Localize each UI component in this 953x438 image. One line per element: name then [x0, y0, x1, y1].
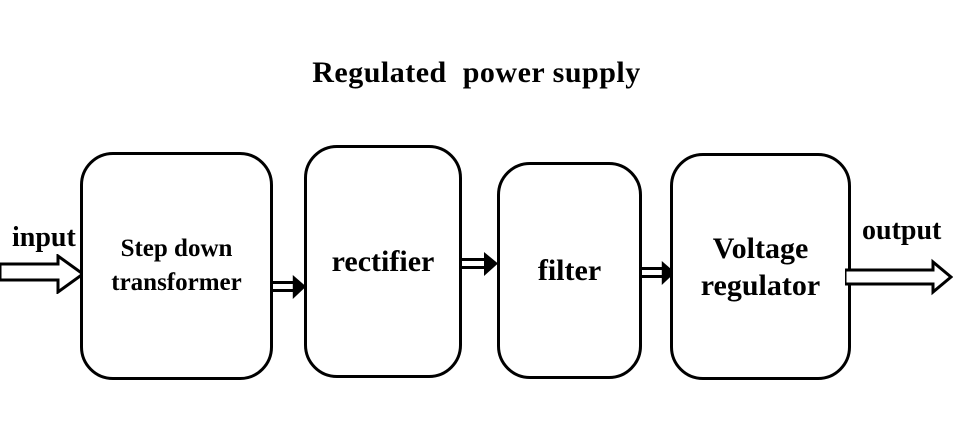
block-label-line: rectifier [331, 244, 435, 278]
block-rectifier: rectifier [304, 145, 462, 378]
output-label: output [862, 215, 942, 246]
block-label-line: transformer [111, 269, 242, 296]
input-arrow-icon [0, 254, 85, 294]
block-voltage-regulator: Voltage regulator [670, 153, 851, 380]
block-label-line: filter [537, 253, 602, 287]
input-label: input [12, 222, 76, 253]
block-label-line: Voltage [712, 231, 809, 265]
block-step-down-transformer: Step down transformer [80, 152, 273, 380]
output-arrow-icon [845, 258, 953, 296]
block-label-line: regulator [700, 268, 821, 302]
flow-arrow-icon [271, 275, 307, 299]
block-filter: filter [497, 162, 642, 379]
flow-arrow-icon [461, 252, 498, 276]
diagram-title: Regulated power supply [312, 56, 641, 89]
block-label-line: Step down [120, 235, 233, 262]
flow-arrow-icon [640, 261, 676, 285]
